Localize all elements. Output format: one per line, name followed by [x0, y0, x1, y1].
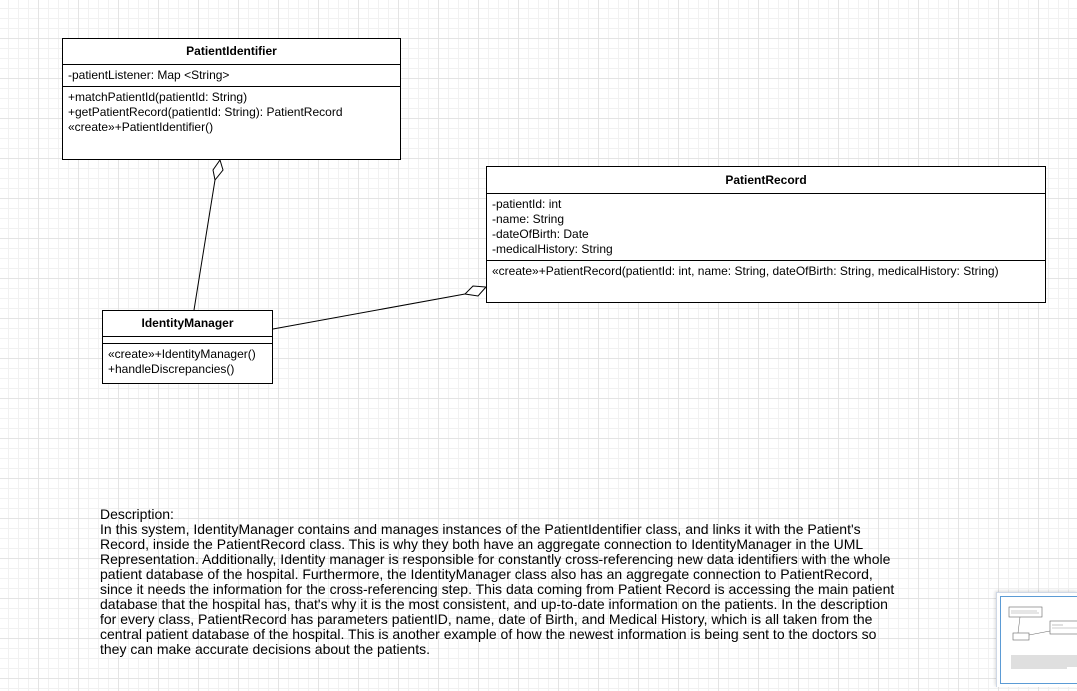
attributes-section	[103, 337, 272, 344]
aggregation-line-patientidentifier[interactable]	[193, 179, 216, 311]
attribute: -dateOfBirth: Date	[492, 227, 589, 241]
attribute: -medicalHistory: String	[492, 242, 613, 256]
method: +matchPatientId(patientId: String)	[68, 90, 248, 104]
methods-section: «create»+IdentityManager() +handleDiscre…	[103, 344, 272, 380]
class-patientidentifier[interactable]: PatientIdentifier -patientListener: Map …	[62, 38, 401, 160]
class-name: PatientRecord	[487, 167, 1045, 194]
aggregation-line-patientrecord[interactable]	[272, 293, 466, 330]
class-patientrecord[interactable]: PatientRecord -patientId: int -name: Str…	[486, 166, 1046, 303]
class-name: PatientIdentifier	[63, 39, 400, 65]
aggregation-diamond-patientrecord	[463, 285, 488, 297]
class-identitymanager[interactable]: IdentityManager «create»+IdentityManager…	[102, 310, 273, 384]
attribute: -patientId: int	[492, 197, 562, 211]
minimap-preview	[1008, 606, 1077, 669]
outline-minimap[interactable]	[996, 592, 1077, 687]
minimap-viewport[interactable]	[1000, 596, 1077, 684]
method: +getPatientRecord(patientId: String): Pa…	[68, 105, 343, 119]
description-heading: Description:	[100, 506, 174, 522]
method: «create»+PatientIdentifier()	[68, 120, 214, 134]
aggregation-diamond-patientidentifier	[212, 158, 224, 182]
methods-section: «create»+PatientRecord(patientId: int, n…	[487, 261, 1045, 282]
attribute: -patientListener: Map <String>	[68, 68, 230, 82]
method: «create»+IdentityManager()	[108, 347, 256, 361]
attributes-section: -patientId: int -name: String -dateOfBir…	[487, 194, 1045, 261]
method: +handleDiscrepancies()	[108, 362, 235, 376]
attributes-section: -patientListener: Map <String>	[63, 65, 400, 87]
methods-section: +matchPatientId(patientId: String) +getP…	[63, 87, 400, 138]
description-text[interactable]: Description: In this system, IdentityMan…	[100, 507, 900, 657]
method: «create»+PatientRecord(patientId: int, n…	[492, 264, 999, 278]
description-body: In this system, IdentityManager contains…	[100, 521, 895, 657]
attribute: -name: String	[492, 212, 565, 226]
class-name: IdentityManager	[103, 311, 272, 337]
